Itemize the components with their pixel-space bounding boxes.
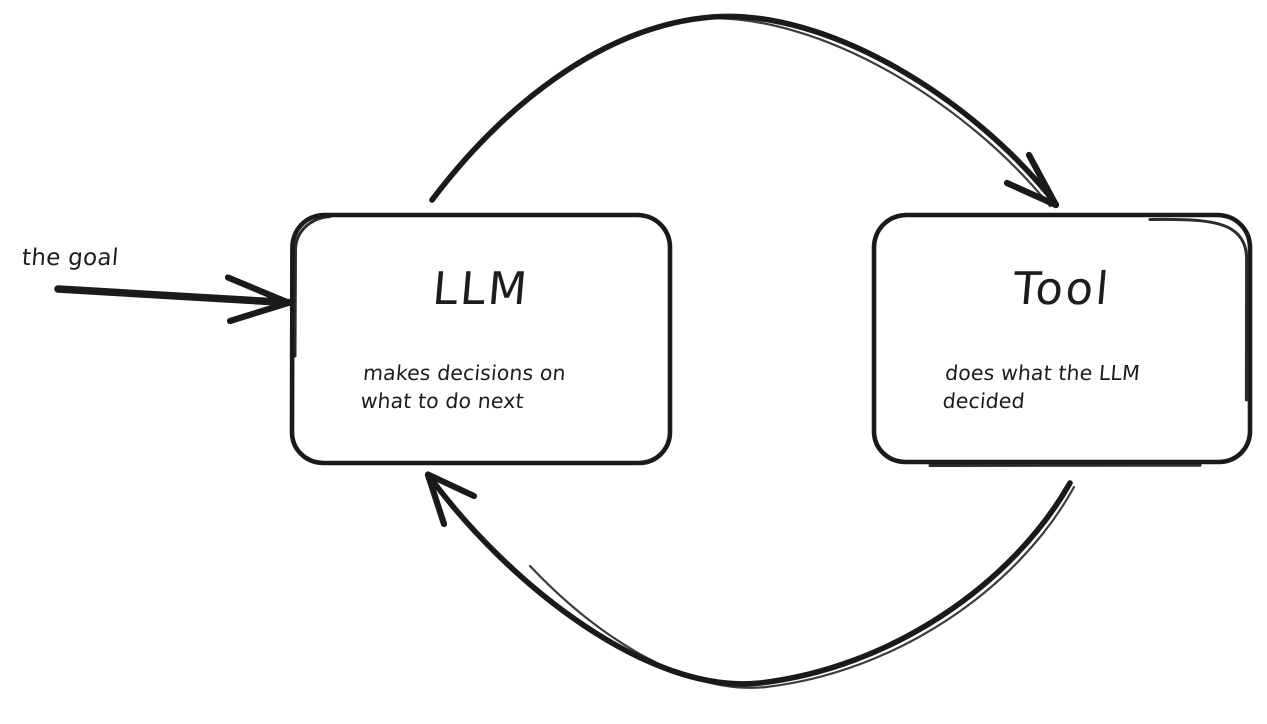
edge-goal-arrowhead-upper: [224, 274, 292, 306]
edge-tool-to-llm-arrowhead-lower: [424, 471, 448, 528]
edge-goal-label: the goal: [20, 245, 120, 271]
node-llm-title: LLM: [430, 262, 532, 315]
node-tool-subtitle: does what the LLM decided: [942, 359, 1247, 415]
edge-tool-to-llm-curve-ghost: [528, 485, 1076, 689]
edge-goal-to-llm[interactable]: [54, 274, 292, 325]
node-llm-subtitle: makes decisions on what to do next: [360, 359, 655, 415]
edge-llm-to-tool-curve-ghost: [698, 17, 1052, 208]
edge-tool-to-llm[interactable]: [424, 471, 1076, 689]
edge-goal-arrowhead-lower: [226, 299, 292, 325]
edge-goal-shaft: [54, 285, 292, 307]
node-tool-title: Tool: [1011, 262, 1114, 315]
node-llm-subtitle-line-2: what to do next: [359, 389, 525, 413]
node-llm-sketch-overstroke: [293, 215, 332, 358]
edge-llm-to-tool-arrowhead-lower: [1003, 179, 1060, 209]
node-tool-subtitle-line-1: does what the LLM: [944, 361, 1141, 385]
edge-tool-to-llm-curve: [426, 473, 1073, 687]
edge-llm-to-tool-arrowhead-upper: [1025, 151, 1060, 209]
node-tool[interactable]: [871, 212, 1253, 467]
edge-llm-to-tool-curve: [429, 13, 1059, 207]
node-llm-outline: [289, 212, 673, 466]
node-tool-outline: [871, 212, 1253, 465]
node-tool-sketch-overstroke: [1148, 217, 1249, 402]
node-llm[interactable]: [289, 212, 673, 466]
edge-tool-to-llm-arrowhead-upper: [424, 471, 478, 500]
node-tool-subtitle-line-2: decided: [941, 389, 1026, 413]
node-llm-subtitle-line-1: makes decisions on: [362, 361, 567, 385]
edge-llm-to-tool[interactable]: [429, 13, 1060, 209]
